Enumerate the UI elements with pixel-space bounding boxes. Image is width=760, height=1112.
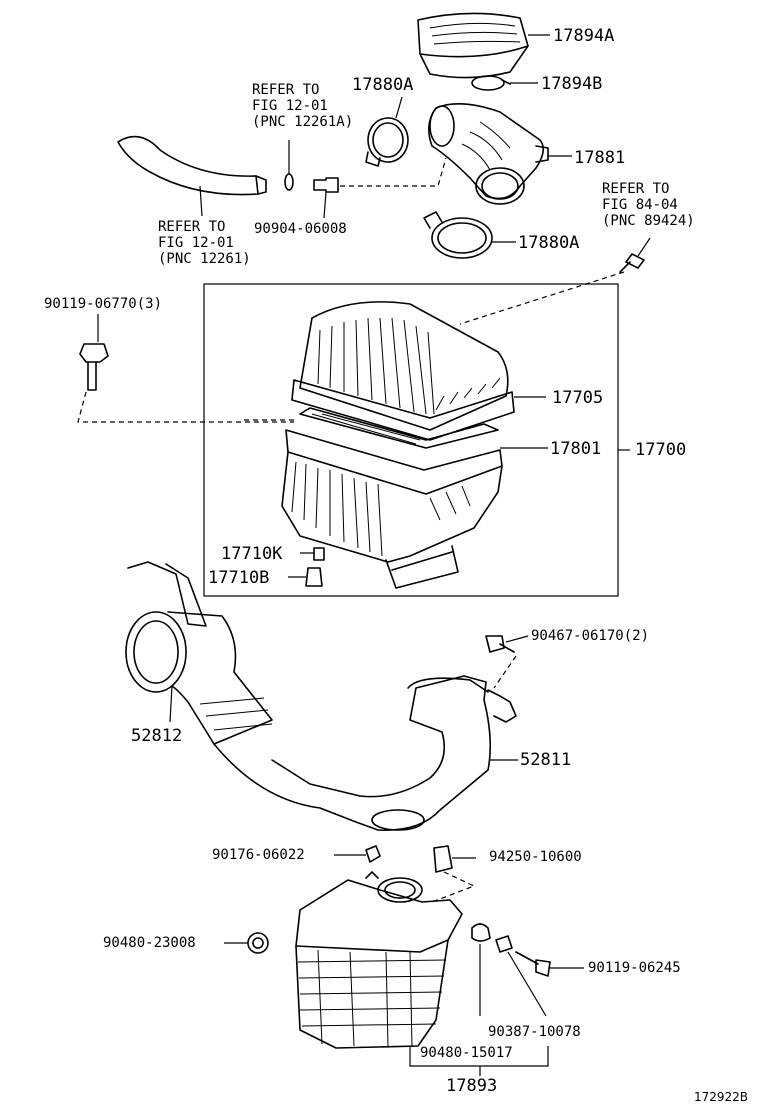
part-label-52812[interactable]: 52812 xyxy=(131,726,183,746)
part-label-17880A-top[interactable]: 17880A xyxy=(352,75,414,95)
part-label-17893[interactable]: 17893 xyxy=(446,1076,498,1096)
reference-12261[interactable]: REFER TO FIG 12-01 (PNC 12261) xyxy=(158,219,251,267)
part-label-17705[interactable]: 17705 xyxy=(552,388,604,408)
part-label-90387-10078[interactable]: 90387-10078 xyxy=(488,1024,581,1040)
part-label-17894A[interactable]: 17894A xyxy=(553,26,615,46)
reference-12261-line3: (PNC 12261) xyxy=(158,251,251,267)
filter-element-drawing xyxy=(299,407,499,449)
band-clamp-top-drawing xyxy=(365,117,409,167)
reference-89424[interactable]: REFER TO FIG 84-04 (PNC 89424) xyxy=(602,181,695,229)
part-label-17881[interactable]: 17881 xyxy=(574,148,626,168)
small-clamp-drawing xyxy=(471,75,511,91)
reference-12261A[interactable]: REFER TO FIG 12-01 (PNC 12261A) xyxy=(252,82,353,130)
part-label-17710K[interactable]: 17710K xyxy=(221,544,283,564)
clip-90176-drawing xyxy=(365,845,381,863)
reference-89424-line1: REFER TO xyxy=(602,181,670,197)
part-label-94250-10600[interactable]: 94250-10600 xyxy=(489,849,582,865)
part-label-90119-06770[interactable]: 90119-06770(3) xyxy=(44,296,163,312)
nut-94250-drawing xyxy=(433,845,453,873)
bolt-90119-06245-drawing xyxy=(515,951,551,977)
screw-89424-drawing xyxy=(619,253,645,273)
inlet-duct-52812-drawing xyxy=(125,561,273,745)
reference-89424-line3: (PNC 89424) xyxy=(602,213,695,229)
band-clamp-bottom-drawing xyxy=(423,211,493,259)
reference-89424-line2: FIG 84-04 xyxy=(602,197,678,213)
part-label-17894B[interactable]: 17894B xyxy=(541,74,603,94)
reference-12261-line1: REFER TO xyxy=(158,219,226,235)
part-label-90904-06008[interactable]: 90904-06008 xyxy=(254,221,347,237)
reference-12261A-line2: FIG 12-01 xyxy=(252,98,328,114)
grommet-17710K-drawing xyxy=(313,547,325,561)
part-label-17801[interactable]: 17801 xyxy=(550,439,602,459)
part-label-17880A-bottom[interactable]: 17880A xyxy=(518,233,580,253)
o-ring-drawing xyxy=(284,173,294,191)
connector-90904-drawing xyxy=(313,177,339,193)
reference-12261A-line1: REFER TO xyxy=(252,82,320,98)
cleaner-case-drawing xyxy=(281,429,503,589)
intake-hose-drawing xyxy=(117,135,267,196)
part-label-17700[interactable]: 17700 xyxy=(635,440,687,460)
diagram-id: 172922B xyxy=(694,1090,749,1104)
bolt-90467-drawing xyxy=(485,635,515,653)
part-label-90119-06245[interactable]: 90119-06245 xyxy=(588,960,681,976)
air-hose-drawing xyxy=(428,103,549,205)
part-label-90467-06170[interactable]: 90467-06170(2) xyxy=(531,628,650,644)
reference-12261-line2: FIG 12-01 xyxy=(158,235,234,251)
inlet-duct-52811-drawing xyxy=(213,675,517,831)
part-label-90176-06022[interactable]: 90176-06022 xyxy=(212,847,305,863)
part-label-52811[interactable]: 52811 xyxy=(520,750,572,770)
part-label-90480-15017[interactable]: 90480-15017 xyxy=(420,1045,513,1061)
collar-90387-drawing xyxy=(495,935,513,953)
assembly-17700-frame xyxy=(203,283,619,597)
grommet-90480-23008-drawing xyxy=(247,932,269,954)
resonator-cap-drawing xyxy=(417,12,529,79)
bolt-90119-06770-drawing xyxy=(79,343,109,391)
part-label-90480-23008[interactable]: 90480-23008 xyxy=(103,935,196,951)
grommet-90480-15017-drawing xyxy=(471,923,491,942)
resonator-case-drawing xyxy=(295,871,463,1049)
part-label-17710B[interactable]: 17710B xyxy=(208,568,270,588)
reference-12261A-line3: (PNC 12261A) xyxy=(252,114,354,130)
cleaner-cover-drawing xyxy=(291,301,515,441)
grommet-17710B-drawing xyxy=(305,567,323,587)
